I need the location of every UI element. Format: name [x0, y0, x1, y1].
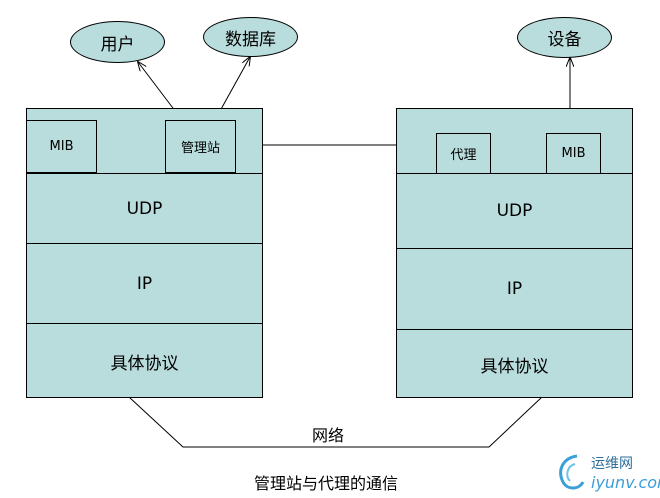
left-mib-box: MIB [26, 120, 97, 173]
swirl-logo-icon [559, 454, 585, 490]
agent-label: 代理 [450, 148, 477, 163]
right-protocol-stack: 代理 MIB UDP IP 具体协议 [396, 108, 633, 398]
device-label: 设备 [547, 30, 582, 50]
right-udp-layer: UDP [397, 173, 632, 248]
watermark-logo: 运维网 iyunv.com [555, 452, 660, 492]
diagram-caption: 管理站与代理的通信 [254, 474, 399, 493]
watermark-cn: 运维网 [591, 455, 633, 472]
right-ip-layer: IP [397, 248, 632, 329]
left-mib-label: MIB [49, 139, 74, 154]
right-physical-label: 具体协议 [480, 356, 549, 377]
database-label: 数据库 [225, 29, 276, 50]
manager-station-label: 管理站 [180, 141, 220, 156]
agent-box: 代理 [436, 133, 491, 174]
left-ip-layer: IP [27, 243, 262, 323]
left-protocol-stack: MIB 管理站 UDP IP 具体协议 [26, 108, 263, 398]
watermark-url: iyunv.com [591, 472, 660, 492]
left-physical-label: 具体协议 [110, 353, 179, 374]
right-mib-box: MIB [546, 133, 601, 174]
manager-station-box: 管理站 [165, 120, 236, 173]
device-ellipse: 设备 [517, 17, 612, 58]
user-ellipse: 用户 [70, 21, 165, 63]
user-label: 用户 [100, 34, 135, 55]
network-line [128, 396, 543, 448]
right-ip-label: IP [506, 279, 523, 299]
left-physical-layer: 具体协议 [27, 323, 262, 398]
right-udp-label: UDP [496, 201, 533, 221]
left-udp-label: UDP [126, 198, 163, 219]
network-label: 网络 [312, 426, 345, 445]
right-mib-label: MIB [561, 146, 586, 161]
left-ip-label: IP [136, 273, 153, 294]
left-udp-layer: UDP [27, 173, 262, 243]
database-ellipse: 数据库 [203, 17, 298, 57]
right-physical-layer: 具体协议 [397, 329, 632, 398]
